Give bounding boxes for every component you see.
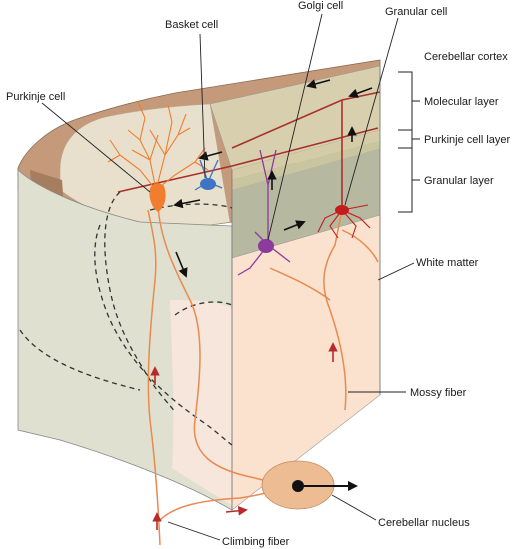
label-granular-cell: Granular cell (385, 6, 447, 18)
dashed-boundary-white (174, 301, 233, 316)
front-white-matter (170, 300, 232, 505)
granule-dendrites (317, 204, 371, 239)
label-purkinje-cell-layer: Purkinje cell layer (424, 134, 511, 146)
dashed-boundary-outer (104, 191, 176, 413)
layer-brackets (398, 71, 420, 213)
label-molecular-layer: Molecular layer (424, 96, 499, 108)
purkinje-soma (149, 183, 166, 212)
label-mossy-fiber: Mossy fiber (410, 387, 467, 399)
flow-arrows-black (173, 79, 373, 278)
bracket-granular (398, 147, 420, 213)
leader-white-matter (377, 262, 415, 281)
label-cerebellar-nucleus: Cerebellar nucleus (378, 517, 470, 529)
flow-arrows-red (150, 342, 338, 530)
block-edge (231, 66, 381, 510)
golgi-dendrites (237, 149, 291, 276)
arrow (173, 198, 201, 209)
basket-soma (200, 178, 216, 190)
arrow (348, 87, 373, 98)
label-basket-cell: Basket cell (165, 19, 218, 31)
parallel-fibers (117, 91, 381, 210)
arrow (283, 220, 306, 231)
leader-nucleus (331, 494, 377, 521)
climbing-fiber-path (147, 209, 161, 546)
mossy-fiber-branch-2 (341, 229, 379, 263)
leader-golgi (267, 13, 323, 241)
granule-soma (335, 205, 349, 215)
leader-purkinje (41, 102, 151, 193)
mossy-fiber-path (323, 209, 347, 411)
arrow (306, 79, 331, 89)
leader-granular (344, 17, 399, 206)
label-granular-layer: Granular layer (424, 175, 494, 187)
basket-cell (194, 159, 223, 191)
cerebellar-nucleus (261, 460, 358, 510)
arrow (198, 151, 223, 161)
fibers (147, 204, 379, 546)
label-golgi-cell: Golgi cell (298, 0, 343, 12)
bracket-purkinje (398, 129, 420, 149)
golgi-soma (258, 239, 274, 253)
molecular-layer-front (232, 130, 380, 180)
leader-lines (41, 13, 415, 541)
golgi-cell (237, 149, 291, 276)
labels: Basket cell Golgi cell Granular cell Pur… (6, 0, 511, 548)
purkinje-axon (157, 204, 279, 485)
bracket-molecular (398, 71, 420, 131)
parallel-fiber-upper (231, 91, 381, 149)
arrow (225, 505, 248, 516)
granular-layer-band (232, 148, 380, 258)
label-white-matter: White matter (416, 257, 479, 269)
granule-cell (317, 204, 371, 239)
label-purkinje-cell: Purkinje cell (6, 91, 65, 103)
basket-process (194, 159, 223, 191)
nucleus-neuron (292, 480, 304, 492)
arrow (175, 251, 188, 278)
label-cerebellar-cortex: Cerebellar cortex (424, 51, 508, 63)
dashed-boundary-lower (19, 329, 141, 391)
leader-basket (199, 33, 206, 179)
tissue-block (17, 59, 381, 511)
leader-climbing (167, 521, 221, 541)
mossy-fiber-branch (269, 267, 331, 301)
label-climbing-fiber: Climbing fiber (222, 536, 290, 548)
parallel-fiber (117, 127, 379, 193)
